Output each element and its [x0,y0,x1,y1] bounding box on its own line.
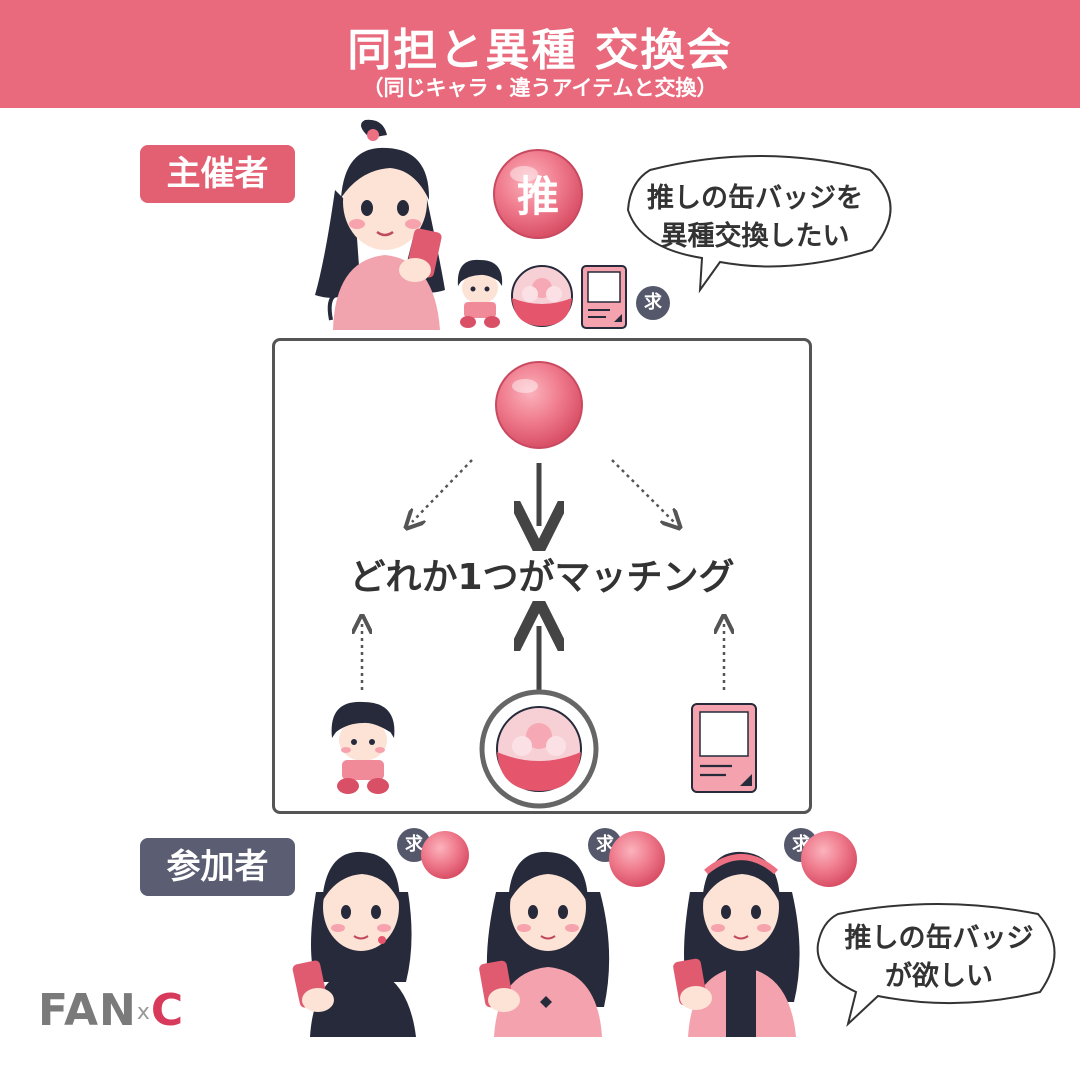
host-kyu-badge: 求 [636,286,670,320]
host-bubble-line2: 異種交換したい [660,221,850,252]
participant-3-badge-icon [801,831,857,887]
host-bubble-line1: 推しの缶バッジを [647,183,863,214]
participant-3-illustration [673,851,800,1037]
logo-x: x [136,1000,151,1025]
header-banner: 同担と異種 交換会 （同じキャラ・違うアイテムと交換） [0,0,1080,108]
oshi-badge-label: 推 [516,172,559,221]
match-gacha-capsule-icon [479,689,599,809]
arrow-down-right [611,459,674,522]
participant-bubble-line2: が欲しい [885,961,993,992]
match-plush-figure-icon [331,701,395,794]
oshi-badge-icon [493,149,583,239]
logo-c: C [150,985,185,1036]
gacha-capsule-icon [511,265,573,327]
host-speech-bubble [626,155,892,294]
matching-label: どれか1つがマッチング [349,557,735,598]
participant-role-tag: 参加者 [140,838,295,896]
participant-1-illustration [292,851,416,1037]
host-bubble-text: 推しの缶バッジを 異種交換したい [620,180,890,256]
matching-arrows [272,459,812,690]
plush-figure-icon [457,259,503,328]
host-girl-illustration [315,119,445,330]
participant-bubble-line1: 推しの缶バッジ [844,923,1034,954]
host-role-tag: 主催者 [140,145,295,203]
participant-1-badge-icon [421,831,469,879]
participant-2-badge-icon [609,831,665,887]
trading-card-icon [581,265,627,329]
arrow-down-left [412,459,473,522]
target-badge-icon [495,361,583,449]
fanc-logo: FANxC [38,985,184,1036]
logo-fan: FAN [38,985,137,1036]
page-subtitle: （同じキャラ・違うアイテムと交換） [362,76,718,100]
match-trading-card-icon [691,703,757,793]
participant-speech-bubble [816,903,1056,1028]
participant-bubble-text: 推しの缶バッジ が欲しい [818,920,1060,996]
page-title: 同担と異種 交換会 [347,25,733,76]
participant-2-illustration [479,851,610,1037]
